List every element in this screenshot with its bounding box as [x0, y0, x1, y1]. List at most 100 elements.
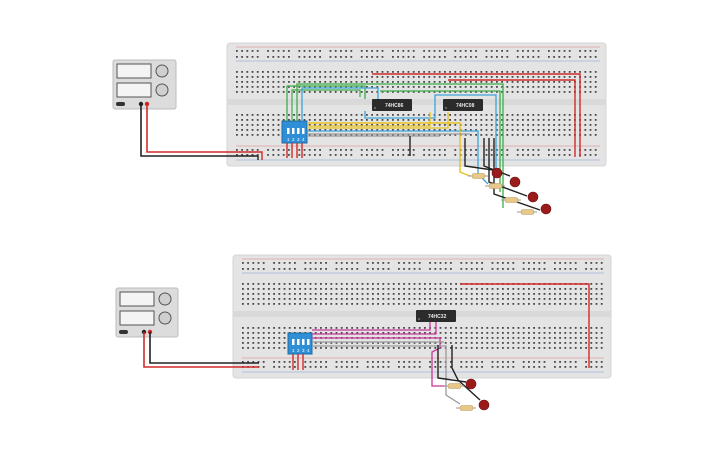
breadboard-hole: [522, 154, 524, 156]
resistor-1[interactable]: [444, 383, 464, 389]
wire-green-b[interactable]: [296, 83, 504, 208]
breadboard-hole: [439, 298, 442, 300]
breadboard-hole: [444, 293, 447, 295]
breadboard-hole: [334, 91, 337, 93]
wire-rail-black[interactable]: [253, 155, 259, 160]
chip-74hc08[interactable]: 74HC08: [443, 99, 483, 111]
wire-magenta-a[interactable]: [312, 322, 431, 331]
current-knob-icon[interactable]: [158, 311, 172, 325]
power-switch[interactable]: [116, 102, 125, 106]
breadboard-hole: [361, 288, 364, 290]
wire-magenta-b[interactable]: [312, 322, 437, 335]
led-2[interactable]: [478, 399, 490, 411]
breadboard-hole: [434, 332, 437, 334]
wire-supply-negative[interactable]: [140, 104, 253, 157]
breadboard-hole: [553, 91, 555, 93]
breadboard-hole: [438, 56, 441, 58]
wire-vcc-chip[interactable]: [460, 283, 590, 368]
wire-blue-c[interactable]: [307, 130, 489, 185]
breadboard-hole: [372, 332, 374, 334]
led-3[interactable]: [527, 191, 539, 203]
voltage-knob-icon[interactable]: [158, 292, 172, 306]
resistor-3[interactable]: [501, 197, 521, 203]
breadboard-hole: [350, 154, 353, 156]
chip-74hc86[interactable]: 74HC86: [372, 99, 412, 111]
wire-yellow-b[interactable]: [307, 112, 431, 127]
breadboard-hole: [594, 124, 597, 126]
breadboard-hole: [282, 86, 285, 88]
resistor-2[interactable]: [456, 405, 476, 411]
wire-blue-a[interactable]: [301, 87, 379, 121]
breadboard-hole: [382, 342, 385, 344]
wire-supply-negative[interactable]: [149, 332, 259, 364]
breadboard-hole: [241, 86, 243, 88]
wire-magenta-out[interactable]: [312, 337, 446, 387]
wire-rail-red[interactable]: [253, 151, 263, 160]
wire-gnd-e[interactable]: [493, 138, 541, 211]
breadboard-hole: [236, 76, 238, 78]
breadboard-hole: [247, 327, 249, 329]
wire-gnd-b[interactable]: [464, 138, 494, 171]
breadboard-hole: [392, 332, 395, 334]
wire-gnd-a[interactable]: [437, 345, 467, 383]
dip-number-4: 4: [307, 348, 310, 353]
breadboard-hole: [382, 327, 385, 329]
breadboard-hole: [372, 342, 374, 344]
breadboard-hole: [242, 332, 244, 334]
wire-supply-positive[interactable]: [146, 104, 253, 153]
power-supply-1[interactable]: [112, 59, 177, 110]
resistor-2[interactable]: [485, 183, 505, 189]
breadboard-hole: [351, 332, 353, 334]
breadboard-hole: [434, 342, 437, 344]
breadboard-hole: [543, 366, 546, 368]
resistor-4[interactable]: [517, 209, 537, 215]
breadboard-hole: [580, 342, 582, 344]
wire-supply-positive[interactable]: [143, 332, 259, 368]
breadboard-1[interactable]: [226, 42, 607, 167]
led-2[interactable]: [509, 176, 521, 188]
breadboard-hole: [590, 327, 593, 329]
chip-74hc32[interactable]: 74HC32: [416, 310, 456, 322]
breadboard-hole: [377, 293, 379, 295]
wire-green-a2[interactable]: [291, 89, 361, 121]
dip-switch-2[interactable]: 1 2 3 4: [287, 332, 313, 355]
led-1[interactable]: [491, 167, 503, 179]
wire-blue-b[interactable]: [364, 94, 497, 175]
dip-switch-1[interactable]: 1 2 3 4: [281, 120, 308, 144]
power-switch[interactable]: [119, 330, 128, 334]
wire-yellow-a[interactable]: [307, 122, 471, 177]
breadboard-hole: [236, 50, 238, 52]
wire-vcc-chip-1[interactable]: [372, 73, 581, 157]
wire-yellow-c[interactable]: [307, 112, 449, 129]
breadboard-hole: [298, 76, 301, 78]
breadboard-hole: [475, 50, 477, 52]
breadboard-hole: [532, 81, 535, 83]
breadboard-hole: [584, 129, 587, 131]
wire-gnd-d[interactable]: [488, 138, 528, 197]
wire-vcc-chip-2[interactable]: [448, 79, 576, 157]
wire-gnd-b[interactable]: [451, 345, 481, 401]
breadboard-hole: [595, 293, 598, 295]
wire-gray-b[interactable]: [312, 345, 461, 405]
breadboard-hole: [554, 288, 556, 290]
breadboard-hole: [320, 342, 322, 344]
breadboard-hole: [522, 149, 524, 151]
breadboard-hole: [308, 50, 311, 52]
wire-green-out[interactable]: [380, 90, 501, 192]
breadboard-hole: [491, 332, 494, 334]
wire-green-a1[interactable]: [286, 85, 366, 121]
breadboard-hole: [386, 76, 389, 78]
breadboard-hole: [268, 347, 270, 349]
led-1[interactable]: [465, 378, 477, 390]
breadboard-hole: [251, 149, 254, 151]
resistor-1[interactable]: [468, 173, 488, 179]
breadboard-hole: [262, 91, 264, 93]
led-4[interactable]: [540, 203, 552, 215]
breadboard-hole: [563, 50, 566, 52]
voltage-knob-icon[interactable]: [155, 64, 169, 78]
breadboard-hole: [340, 129, 342, 131]
breadboard-hole: [334, 149, 337, 151]
current-knob-icon[interactable]: [155, 83, 169, 97]
power-supply-2[interactable]: [115, 287, 179, 338]
breadboard-hole: [334, 124, 337, 126]
